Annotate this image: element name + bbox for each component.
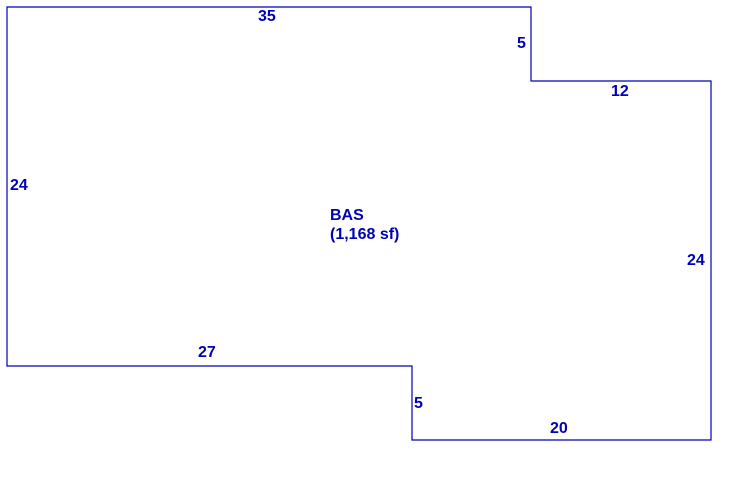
- area-size-label: (1,168 sf): [330, 226, 400, 243]
- building-outline: [6, 6, 712, 441]
- dimension-right: 24: [687, 252, 705, 269]
- dimension-notch-vertical: 5: [517, 35, 526, 52]
- dimension-notch-horizontal: 12: [611, 83, 629, 100]
- dimension-step-vertical: 5: [414, 395, 423, 412]
- dimension-left: 24: [10, 177, 28, 194]
- dimension-bottom-right: 20: [550, 420, 568, 437]
- dimension-top: 35: [258, 8, 276, 25]
- area-code-label: BAS: [330, 207, 364, 224]
- dimension-bottom-left: 27: [198, 344, 216, 361]
